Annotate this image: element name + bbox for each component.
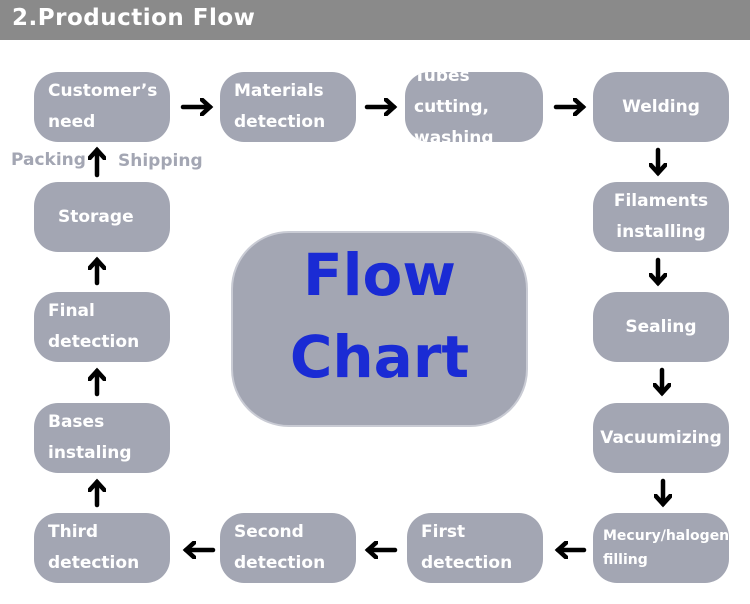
step-customer-need: Customer’s need (34, 72, 170, 142)
step-vacuumizing: Vacuumizing (593, 403, 729, 473)
step-mercury-halogen-filling: Mecury/halogen filling (593, 513, 729, 583)
packing-label: Packing (11, 150, 86, 170)
step-second-detection: Second detection (220, 513, 356, 583)
page-title: 2.Production Flow (12, 5, 256, 31)
flow-chart-center-box: Flow Chart (231, 231, 528, 427)
step-welding: Welding (593, 72, 729, 142)
center-title-line1: Flow (303, 241, 456, 309)
step-bases-installing: Bases instaling (34, 403, 170, 473)
header-bar: 2.Production Flow (0, 0, 750, 40)
step-first-detection: First detection (407, 513, 543, 583)
step-third-detection: Third detection (34, 513, 170, 583)
step-tubes-cutting-washing: Tubes cutting, washing (405, 72, 543, 142)
step-storage: Storage (34, 182, 170, 252)
step-filaments-installing: Filaments installing (593, 182, 729, 252)
step-materials-detection: Materials detection (220, 72, 356, 142)
center-title-line2: Chart (289, 323, 470, 391)
shipping-label: Shipping (118, 151, 203, 171)
step-sealing: Sealing (593, 292, 729, 362)
step-final-detection: Final detection (34, 292, 170, 362)
